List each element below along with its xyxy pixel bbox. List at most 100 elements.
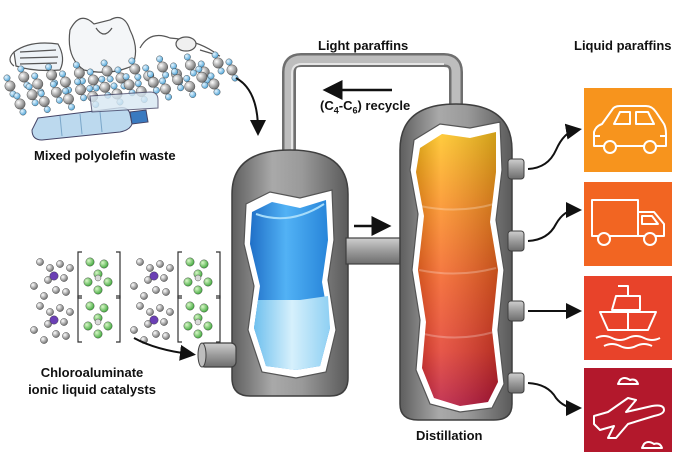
transfer-pipe [345, 237, 403, 265]
waste-feed-arrow [235, 77, 266, 136]
catalyst-label: Chloroaluminate ionic liquid catalysts [14, 364, 170, 398]
atom [62, 87, 69, 95]
atom [99, 259, 109, 269]
bracket [177, 295, 221, 343]
reactor-vessel [197, 149, 349, 397]
atom [63, 93, 74, 105]
atom [165, 93, 172, 101]
atom [50, 86, 62, 98]
atom [146, 70, 154, 78]
atom [144, 276, 152, 284]
atom [166, 264, 174, 272]
light-paraffins-label: Light paraffins [318, 38, 409, 53]
atom [149, 315, 159, 325]
atom [74, 78, 82, 86]
atom [4, 80, 16, 92]
tubing-icon [139, 35, 221, 57]
atom [103, 277, 113, 287]
atom [62, 288, 70, 296]
atom [193, 329, 203, 339]
atom [142, 64, 150, 72]
face-mask-icon [9, 42, 64, 72]
atom [94, 274, 102, 282]
catalyst-label-line2: ionic liquid catalysts [28, 382, 156, 397]
atom [44, 276, 52, 284]
atom [149, 271, 159, 281]
atom [194, 274, 202, 282]
atom [136, 302, 144, 310]
atom [156, 260, 164, 268]
recycle-sub-c4: 4 [333, 105, 339, 116]
atom [60, 318, 68, 326]
product-tile-car [584, 88, 672, 172]
recycle-prefix: (C [320, 98, 334, 113]
atom [225, 58, 233, 66]
atom [60, 274, 68, 282]
atom [103, 321, 113, 331]
mixed-waste-label: Mixed polyolefin waste [34, 148, 176, 163]
atom [31, 72, 39, 80]
atom [171, 68, 179, 76]
atom [40, 292, 48, 300]
atom [193, 285, 203, 295]
atom [44, 320, 52, 328]
atom [68, 103, 75, 111]
polymer-chain [3, 51, 239, 116]
outlet-nozzles [507, 158, 525, 394]
atom [199, 259, 209, 269]
atom [162, 332, 170, 340]
atom [86, 68, 94, 76]
atom [93, 329, 103, 339]
atom [177, 84, 185, 92]
atom [49, 315, 59, 325]
atom [212, 57, 224, 69]
atom [195, 65, 203, 73]
recycle-pipe [282, 53, 463, 150]
atom [194, 318, 202, 326]
atom [72, 61, 80, 69]
atom [49, 271, 59, 281]
atom [30, 326, 38, 334]
airplane-icon [593, 377, 665, 449]
atom [94, 318, 102, 326]
atom [3, 74, 11, 82]
atom [26, 89, 38, 101]
distillation-label: Distillation [416, 428, 483, 443]
atom [199, 303, 209, 313]
atom [85, 301, 95, 311]
atom [185, 257, 195, 267]
atom [136, 258, 144, 266]
atom [56, 260, 64, 268]
atom [203, 321, 213, 331]
atom [130, 282, 138, 290]
recycle-label: (C4-C6) recycle [320, 98, 410, 116]
atom [43, 106, 51, 113]
atom [92, 84, 100, 92]
atom [110, 82, 118, 90]
atom [30, 282, 38, 290]
atom [14, 98, 26, 110]
atom [128, 57, 136, 65]
atom [160, 318, 168, 326]
product-arrows [527, 123, 582, 416]
atom [73, 67, 85, 79]
atom [31, 99, 39, 107]
atom [123, 79, 135, 91]
atom [25, 83, 33, 91]
atom [60, 76, 71, 88]
atom [19, 108, 27, 116]
atom [172, 74, 184, 86]
atom [93, 285, 103, 295]
atom [162, 71, 170, 79]
atom [130, 326, 138, 334]
atom [101, 65, 113, 77]
atom [146, 264, 154, 272]
atom [18, 71, 30, 83]
atom [231, 74, 239, 82]
atom [203, 277, 213, 287]
atom [52, 286, 60, 294]
atom [208, 78, 220, 90]
atom [184, 59, 196, 71]
atom [99, 81, 111, 93]
bracket [177, 251, 221, 299]
